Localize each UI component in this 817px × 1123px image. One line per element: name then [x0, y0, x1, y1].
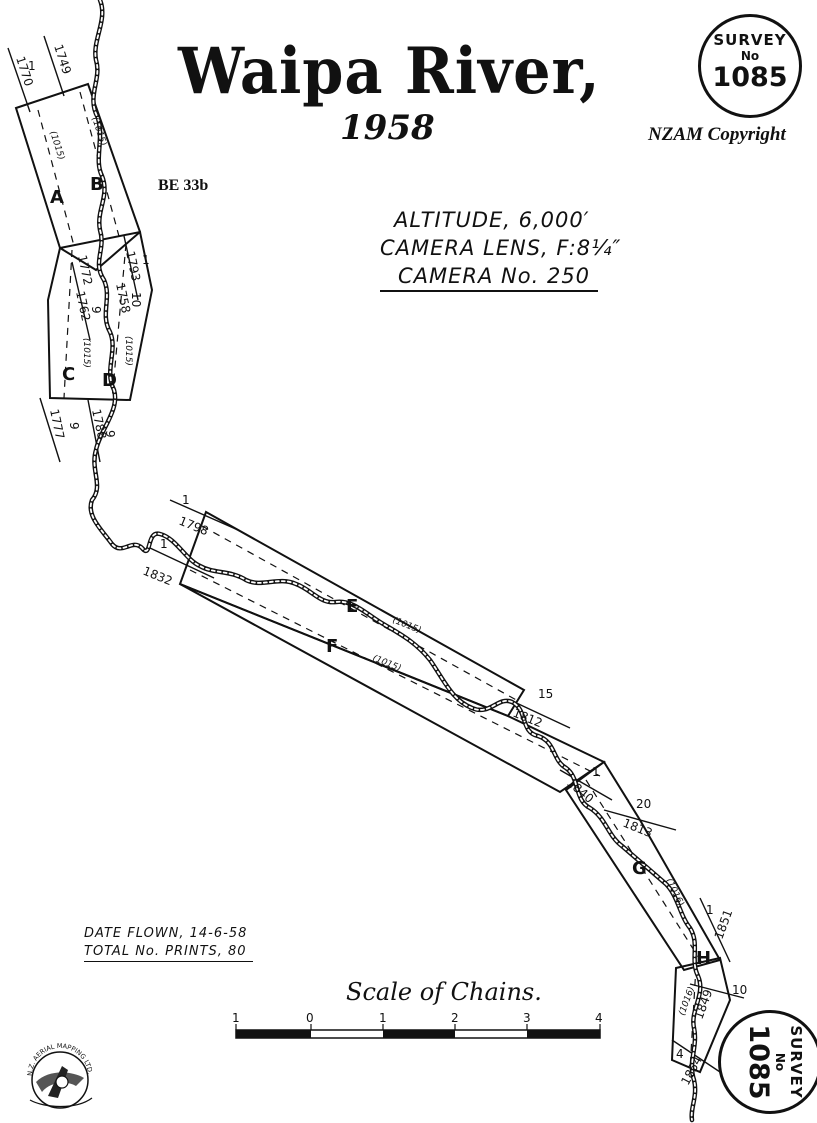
- tick: [7, 47, 31, 113]
- count-1-a: 1: [28, 59, 36, 73]
- waipa-river: [88, 0, 703, 1123]
- sheet-reference: BE 33b: [158, 177, 209, 194]
- run-letter-f: F: [326, 636, 338, 657]
- tick: [559, 769, 613, 801]
- stamp-no: No: [740, 49, 760, 63]
- survey-stamp-bottom: SURVEY No 1085: [718, 1010, 817, 1114]
- flight-details: DATE FLOWN, 14-6-58 TOTAL No. PRINTS, 80: [84, 925, 253, 962]
- print-1798: 1798: [177, 514, 211, 538]
- run-letter-h: H: [696, 948, 711, 969]
- print-1813: 1813: [621, 816, 655, 840]
- tick: [671, 1039, 721, 1073]
- count-1-e: 1: [182, 493, 190, 507]
- count-10-h: 10: [732, 983, 747, 997]
- line-a: [37, 109, 75, 247]
- count-1-h: 1: [706, 903, 714, 917]
- run-letter-e: E: [346, 596, 358, 617]
- tick: [71, 261, 91, 341]
- run-letter-d: D: [102, 370, 117, 391]
- count-9-d: 9: [103, 430, 117, 438]
- tick: [169, 499, 239, 531]
- scale-bar: 1 0 1 2 3 4: [232, 1011, 603, 1039]
- altitude-text: ALTITUDE, 6,000′: [394, 208, 590, 232]
- scale-seg-4: [527, 1030, 600, 1038]
- count-1-g: 1: [592, 765, 600, 779]
- date-flown-text: DATE FLOWN, 14-6-58: [84, 926, 248, 941]
- print-1777: 1777: [47, 408, 67, 441]
- camera-lens-text: CAMERA LENS, F:8¼″: [380, 236, 622, 260]
- tick: [699, 897, 731, 963]
- strip-gh: [564, 760, 722, 972]
- print-1762: 1762: [73, 290, 93, 323]
- tick: [39, 397, 61, 463]
- stamp-word: SURVEY: [713, 31, 787, 49]
- strip-h-lower: [670, 956, 732, 1074]
- count-9-c: 9: [89, 306, 103, 314]
- run-letter-g: G: [632, 858, 647, 879]
- print-1788: 1788: [89, 408, 109, 441]
- survey-stamp-top: SURVEY No 1085: [698, 14, 802, 118]
- scale-tick-label: 3: [523, 1011, 531, 1025]
- flight-specs: ALTITUDE, 6,000′ CAMERA LENS, F:8¼″ CAME…: [380, 206, 621, 292]
- print-1793: 1793: [123, 250, 143, 283]
- total-prints-text: TOTAL No. PRINTS, 80: [84, 943, 253, 962]
- run-note-c: (1015): [81, 338, 91, 368]
- scale-title: Scale of Chains.: [346, 978, 542, 1006]
- line-c: [63, 249, 73, 399]
- scale-tick-label: 1: [232, 1011, 240, 1025]
- line-f: [189, 569, 601, 777]
- map-title: Waipa River,: [178, 34, 601, 109]
- stamp-no: No: [773, 1052, 787, 1072]
- scale-tick-label: 4: [595, 1011, 603, 1025]
- print-1851: 1851: [712, 908, 736, 941]
- scale-seg-0: [236, 1030, 311, 1038]
- tick: [43, 35, 65, 97]
- print-1772: 1772: [75, 254, 95, 287]
- run-note-f: (1015): [371, 654, 403, 674]
- tick: [87, 399, 101, 463]
- print-1758: 1758: [113, 282, 133, 315]
- flight-lines: [37, 91, 705, 1071]
- count-15: 15: [538, 687, 553, 701]
- stamp-number: 1085: [743, 1024, 774, 1100]
- scale-tick-label: 2: [451, 1011, 459, 1025]
- run-note-d: (1015): [123, 336, 133, 366]
- tick: [149, 547, 215, 579]
- count-1-d: 1: [142, 253, 150, 267]
- count-9-a: 9: [67, 422, 81, 430]
- tick: [123, 235, 139, 301]
- flight-strips: [14, 82, 732, 1074]
- run-note-a: (1015): [47, 130, 66, 162]
- tick: [509, 699, 571, 729]
- count-4: 4: [676, 1047, 684, 1061]
- stamp-number: 1085: [712, 62, 788, 93]
- scale-tick-label: 0: [306, 1011, 314, 1025]
- line-d: [111, 243, 127, 401]
- count-1-f: 1: [160, 537, 168, 551]
- print-1749: 1749: [51, 43, 74, 76]
- strip-cd: [46, 230, 154, 402]
- strip-ab: [14, 82, 142, 272]
- scale-tick-label: 1: [379, 1011, 387, 1025]
- map-year: 1958: [340, 108, 435, 148]
- stamp-word: SURVEY: [787, 1025, 805, 1099]
- copyright-notice: NZAM Copyright: [648, 124, 786, 145]
- camera-number-text: CAMERA No. 250: [380, 262, 599, 292]
- tick: [603, 809, 677, 831]
- run-letter-c: C: [62, 364, 75, 385]
- count-10-b: 10: [129, 292, 143, 307]
- count-20: 20: [636, 797, 651, 811]
- print-ticks: [7, 35, 745, 1073]
- run-letter-b: B: [90, 174, 104, 195]
- print-1832: 1832: [141, 564, 175, 588]
- line-g: [585, 779, 705, 967]
- run-letter-a: A: [50, 187, 64, 208]
- line-e: [201, 525, 521, 703]
- scale-seg-2: [383, 1030, 455, 1038]
- aerial-mapping-logo: N.Z. AERIAL MAPPING LTD.: [26, 1042, 94, 1109]
